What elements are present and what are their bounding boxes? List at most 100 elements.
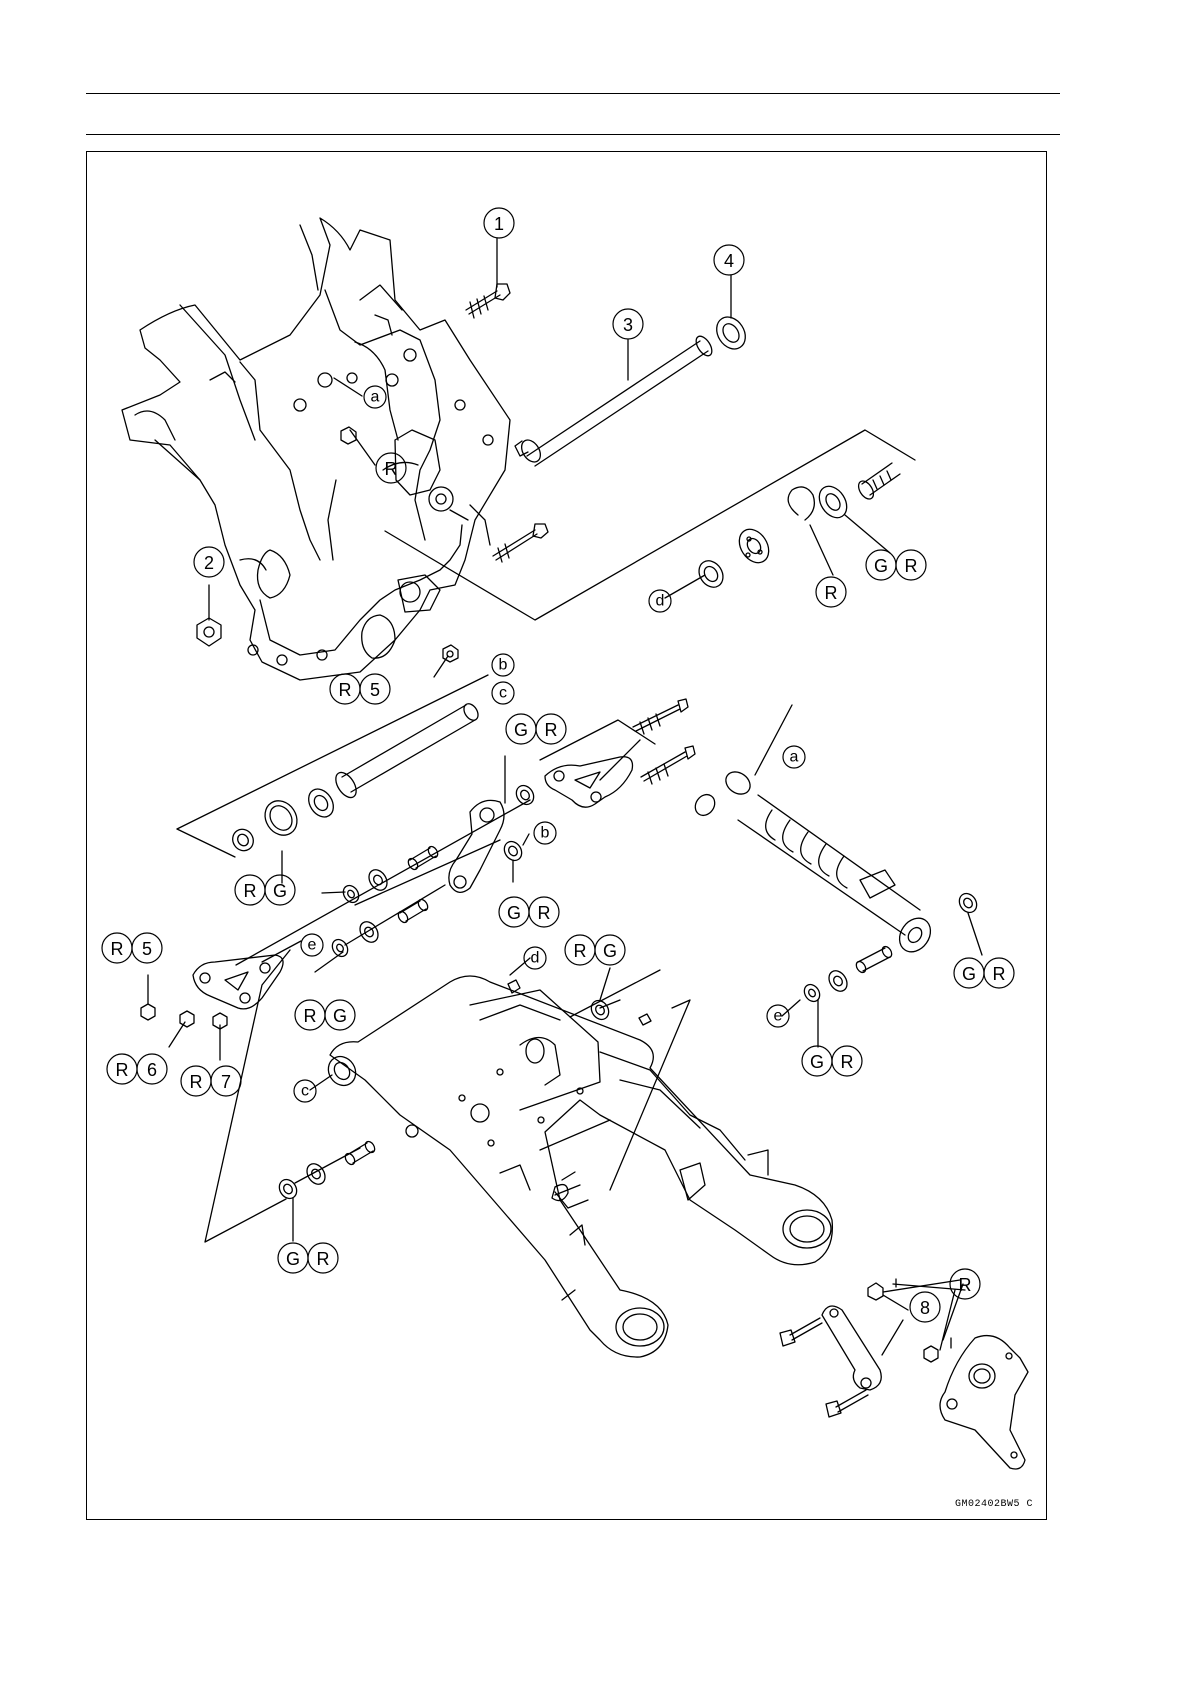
svg-text:R: R <box>339 680 352 700</box>
callout-GR-lower-left: G R <box>278 1243 338 1273</box>
callout-R: R <box>376 453 406 483</box>
svg-text:G: G <box>286 1249 300 1269</box>
collar-chain-1 <box>340 840 500 905</box>
svg-text:G: G <box>874 556 888 576</box>
callouts: 1 4 3 2 R R 5 R G R G R R G G R R 5 R <box>102 208 1014 1322</box>
callout-R5-left: R 5 <box>102 933 162 963</box>
washer-upper <box>229 825 258 854</box>
svg-text:c: c <box>301 1083 309 1100</box>
svg-text:d: d <box>656 593 665 610</box>
figure-code: GM02402BW5 C <box>955 1499 1033 1510</box>
svg-text:R: R <box>959 1275 972 1295</box>
lower-bracket <box>193 950 290 1242</box>
svg-text:3: 3 <box>623 315 633 335</box>
svg-text:R: R <box>116 1060 129 1080</box>
leader-c-left <box>177 829 235 857</box>
needle-bearing-upper <box>304 784 339 821</box>
svg-text:6: 6 <box>147 1060 157 1080</box>
svg-text:e: e <box>308 937 317 954</box>
callout-R-snapring: R <box>816 577 846 607</box>
svg-text:5: 5 <box>370 680 380 700</box>
callout-RG-right: R G <box>565 935 625 965</box>
tie-rod-bolts <box>633 699 695 784</box>
nuts-lower-left <box>141 1004 227 1029</box>
callout-R6: R 6 <box>107 1054 167 1084</box>
callout-GR-pivot: G R <box>866 550 926 580</box>
callout-1: 1 <box>484 208 514 238</box>
callout-c-swingarm: c <box>294 1080 316 1102</box>
callout-3: 3 <box>613 309 643 339</box>
pivot-shaft <box>515 334 715 466</box>
svg-text:e: e <box>774 1008 783 1025</box>
callout-d-frame: d <box>649 590 671 612</box>
svg-text:R: R <box>825 583 838 603</box>
seal-GR-upper <box>513 782 537 807</box>
svg-text:R: R <box>545 720 558 740</box>
callout-GR-rocker: G R <box>506 714 566 744</box>
svg-text:a: a <box>790 749 799 766</box>
callout-e-left: e <box>301 934 323 956</box>
swingarm-bolts <box>570 970 690 1190</box>
grease-nipple <box>508 980 568 1201</box>
svg-text:b: b <box>541 825 550 842</box>
svg-text:R: R <box>574 941 587 961</box>
shock-lower-parts <box>801 890 980 1004</box>
svg-text:d: d <box>531 950 540 967</box>
callout-d-swingarm: d <box>524 947 546 969</box>
svg-text:R: R <box>111 939 124 959</box>
svg-text:5: 5 <box>142 939 152 959</box>
oil-seal-upper <box>259 795 304 842</box>
callout-R5-top: R 5 <box>330 674 390 704</box>
svg-text:R: R <box>190 1072 203 1092</box>
callout-GR-tierod: G R <box>499 897 559 927</box>
svg-text:R: R <box>244 881 257 901</box>
swingarm <box>323 976 832 1357</box>
svg-text:G: G <box>507 903 521 923</box>
tie-rod <box>449 800 504 892</box>
collar-chain-2 <box>329 885 445 959</box>
svg-text:b: b <box>499 657 508 674</box>
callout-4: 4 <box>714 245 744 275</box>
svg-text:G: G <box>273 881 287 901</box>
rear-shock <box>691 767 936 957</box>
callout-R-link: R <box>950 1269 980 1299</box>
callout-b-tierod: b <box>534 822 556 844</box>
callout-GR-shock: G R <box>954 958 1014 988</box>
collar-chain-3 <box>276 1140 377 1202</box>
frame-assembly <box>122 218 510 680</box>
svg-text:R: R <box>385 459 398 479</box>
callout-b-frame: b <box>492 654 514 676</box>
callout-c-frame: c <box>492 682 514 704</box>
callout-RG-middle: R G <box>295 1000 355 1030</box>
pivot-bearing-parts <box>694 463 900 592</box>
svg-text:7: 7 <box>221 1072 231 1092</box>
svg-text:G: G <box>333 1006 347 1026</box>
svg-text:R: R <box>841 1052 854 1072</box>
svg-text:G: G <box>603 941 617 961</box>
svg-text:a: a <box>371 389 380 406</box>
svg-text:G: G <box>962 964 976 984</box>
svg-text:R: R <box>538 903 551 923</box>
svg-text:c: c <box>499 685 507 702</box>
callout-RG-upper: R G <box>235 875 295 905</box>
callout-a-shock: a <box>783 746 805 768</box>
svg-text:2: 2 <box>204 553 214 573</box>
svg-text:1: 1 <box>494 214 504 234</box>
callout-GR-lower-right: G R <box>802 1046 862 1076</box>
svg-text:8: 8 <box>920 1298 930 1318</box>
svg-text:R: R <box>304 1006 317 1026</box>
pivot-bolt-1 <box>466 284 510 318</box>
callout-e-right: e <box>767 1005 789 1027</box>
svg-text:G: G <box>514 720 528 740</box>
svg-text:R: R <box>317 1249 330 1269</box>
seal-GR-middle <box>588 997 612 1022</box>
callout-8: 8 <box>910 1292 940 1322</box>
adjuster-nut-2 <box>197 618 221 646</box>
callout-R7: R 7 <box>181 1066 241 1096</box>
svg-text:R: R <box>905 556 918 576</box>
callout-a-frame: a <box>364 386 386 408</box>
svg-text:G: G <box>810 1052 824 1072</box>
callout-2: 2 <box>194 547 224 577</box>
svg-text:R: R <box>993 964 1006 984</box>
